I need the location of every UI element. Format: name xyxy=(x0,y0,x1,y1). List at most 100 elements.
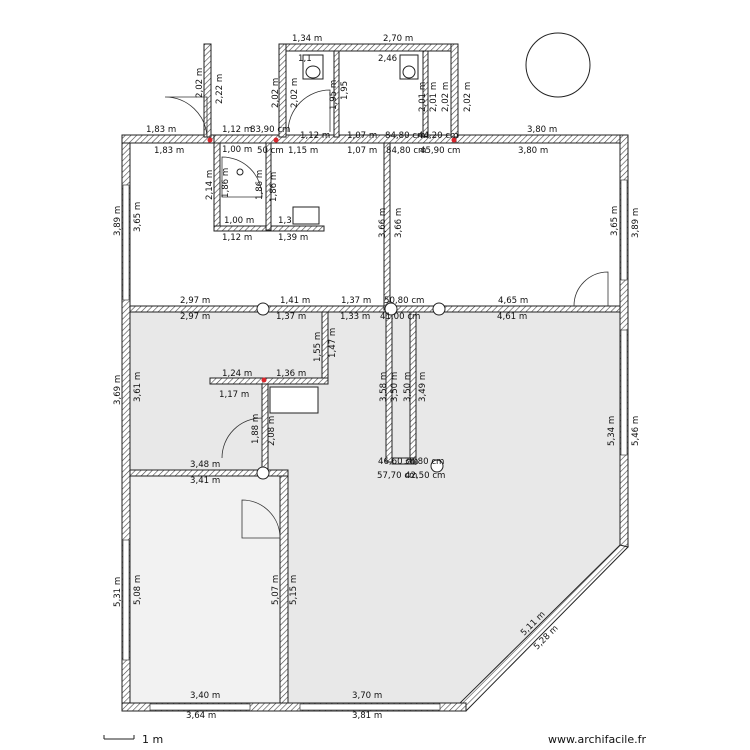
dimension-label: 5,08 m xyxy=(133,575,143,605)
dimension-label: 1,83 m xyxy=(154,146,184,156)
dimension-label: 41,00 cm xyxy=(380,312,420,322)
dimension-label: 3,48 m xyxy=(190,460,220,470)
scale-bar: 1 m xyxy=(103,733,163,746)
scale-bar-label: 1 m xyxy=(142,733,163,746)
windows xyxy=(122,179,628,711)
column-5 xyxy=(430,459,444,473)
dimension-label: 57,70 cm xyxy=(377,471,417,481)
dimension-label: 1,86 m xyxy=(269,172,279,202)
dimension-label: 5,31 m xyxy=(113,577,123,607)
dimension-label: 2,22 m xyxy=(215,74,225,104)
dimension-label: 1,95 m xyxy=(329,80,339,110)
dimension-label: 1,33 m xyxy=(340,312,370,322)
round-table xyxy=(525,32,591,98)
dimension-label: 3,70 m xyxy=(352,691,382,701)
dimension-label: 50 cm xyxy=(257,146,284,156)
dimension-label: 1,12 m xyxy=(222,233,252,243)
washbasin xyxy=(292,206,320,225)
column-1 xyxy=(256,302,270,316)
kitchen-counter xyxy=(269,386,319,414)
dimension-label: 1,86 m xyxy=(221,168,231,198)
dimension-label: 1,36 m xyxy=(276,369,306,379)
floor-living-area xyxy=(265,310,620,703)
dimension-label: 1,24 m xyxy=(222,369,252,379)
dimension-label: 5,07 m xyxy=(271,575,281,605)
dimension-label: 3,89 m xyxy=(631,208,641,238)
dimension-label: 2,02 m xyxy=(290,78,300,108)
dimension-label: 1,00 m xyxy=(222,145,252,155)
dimension-label: 1,37 m xyxy=(341,296,371,306)
dimension-label: 84,80 cm xyxy=(386,146,426,156)
dimension-label: 2,01 m xyxy=(429,82,439,112)
dimension-label: 3,50 m xyxy=(403,372,413,402)
dimension-label: 3,66 m xyxy=(378,208,388,238)
dimension-label: 3,80 m xyxy=(518,146,548,156)
dimension-label: 2,46 xyxy=(378,54,397,64)
dimension-label: 2,02 m xyxy=(441,82,451,112)
dimension-label: 2,08 m xyxy=(267,416,277,446)
dimension-label: 1,39 m xyxy=(278,233,308,243)
dimension-label: 5,34 m xyxy=(607,416,617,446)
dimension-label: 3,61 m xyxy=(133,372,143,402)
dimension-label: 1,12 m xyxy=(300,131,330,141)
dimension-label: 3,65 m xyxy=(610,206,620,236)
dimension-label: 3,81 m xyxy=(352,711,382,721)
dimension-label: 2,14 m xyxy=(205,170,215,200)
dimension-label: 38,80 cm xyxy=(404,457,444,467)
dimension-label: 3,66 m xyxy=(394,208,404,238)
dimension-label: 2,02 m xyxy=(463,82,473,112)
dimension-label: 1,3 xyxy=(278,216,292,226)
dimension-label: 2,02 m xyxy=(271,78,281,108)
dimension-label: 1,07 m xyxy=(347,146,377,156)
dimension-label: 1,88 m xyxy=(251,414,261,444)
dimension-label: 44,20 cm xyxy=(418,131,458,141)
dimension-label: 2,01 m xyxy=(418,82,428,112)
dimension-label: 3,65 m xyxy=(133,202,143,232)
dimension-label: 3,69 m xyxy=(113,375,123,405)
dimension-label: 84,80 cm xyxy=(385,131,425,141)
dimension-label: 3,80 m xyxy=(527,125,557,135)
dimension-label: 1,07 m xyxy=(347,131,377,141)
column-3 xyxy=(432,302,446,316)
column-4 xyxy=(256,466,270,480)
dimension-label: 3,64 m xyxy=(186,711,216,721)
dimension-label: 1,15 m xyxy=(288,146,318,156)
dimension-label: 5,46 m xyxy=(631,416,641,446)
dimension-label: 1,41 m xyxy=(280,296,310,306)
dimension-label: 3,40 m xyxy=(190,691,220,701)
dimension-label: 1,37 m xyxy=(276,312,306,322)
dimension-label: 46,60 cm xyxy=(378,457,418,467)
fixtures xyxy=(207,32,591,480)
dimension-label: 1,12 m xyxy=(222,125,252,135)
dimension-label: 45,90 cm xyxy=(420,146,460,156)
dimension-label: 1,55 m xyxy=(313,332,323,362)
dimension-label: 3,49 m xyxy=(418,372,428,402)
dimension-label: 1,1 xyxy=(298,54,312,64)
doors xyxy=(164,89,609,539)
dimension-label: 1,83 m xyxy=(146,125,176,135)
dimension-label: 1,47 m xyxy=(328,328,338,358)
dimension-label: 2,02 m xyxy=(195,68,205,98)
dimension-label: 50,80 cm xyxy=(384,296,424,306)
dimension-label: 3,58 m xyxy=(379,372,389,402)
dimension-label: 3,50 m xyxy=(390,372,400,402)
dimension-label: 4,61 m xyxy=(497,312,527,322)
floor-bedroom-bottom xyxy=(130,476,280,703)
dimension-label: 2,70 m xyxy=(383,34,413,44)
dimension-label: 1,86 m xyxy=(255,170,265,200)
dimension-label: 42,50 cm xyxy=(405,471,445,481)
dimension-label: 83,90 cm xyxy=(250,125,290,135)
dimension-labels: 1,34 m 2,70 m 1,1 2,46 2,02 m 2,02 m 1,9… xyxy=(113,34,641,721)
dimension-label: 1,34 m xyxy=(292,34,322,44)
watermark: www.archifacile.fr xyxy=(548,733,646,746)
dimension-label: 1,17 m xyxy=(219,390,249,400)
floor-bedroom-left xyxy=(130,310,322,472)
dimension-label: 3,89 m xyxy=(113,206,123,236)
column-2 xyxy=(384,302,398,316)
shower-drain xyxy=(236,168,244,176)
dimension-label: 1,95 xyxy=(340,81,350,100)
dimension-label: 5,15 m xyxy=(289,575,299,605)
dimension-label: 1,00 m xyxy=(224,216,254,226)
dimension-label: 3,41 m xyxy=(190,476,220,486)
